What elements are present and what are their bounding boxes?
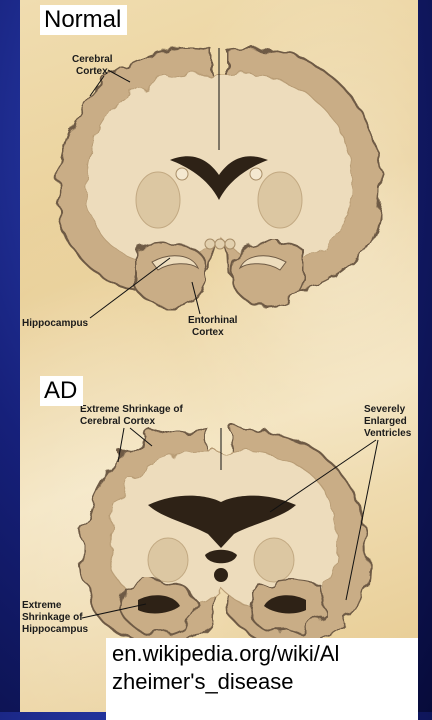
label-entorhinal-line2: Cortex — [192, 327, 224, 338]
normal-right-temporal-lobe — [230, 243, 303, 307]
label-extreme-shrinkage-cortex-line2: Cerebral Cortex — [80, 416, 155, 427]
label-ventricles-line3: Ventricles — [364, 428, 412, 439]
brain-diagram: Cerebral Cortex Hippocampus Entorhinal C… — [20, 0, 418, 712]
caption-line2: zheimer's_disease — [112, 668, 412, 696]
label-extreme-shrinkage-hippo-line2: Shrinkage of — [22, 612, 83, 623]
brain-illustration-panel: Cerebral Cortex Hippocampus Entorhinal C… — [20, 0, 418, 712]
label-ventricles-line1: Severely — [364, 404, 406, 415]
label-cerebral-cortex-line2: Cortex — [76, 66, 108, 77]
normal-left-temporal-lobe — [135, 243, 208, 307]
label-entorhinal-line1: Entorhinal — [188, 315, 238, 326]
normal-brain — [58, 48, 381, 307]
label-extreme-shrinkage-hippo-line3: Hippocampus — [22, 624, 89, 635]
normal-heading: Normal — [40, 5, 127, 35]
ad-brain — [82, 428, 367, 645]
label-ventricles-line2: Enlarged — [364, 416, 407, 427]
label-extreme-shrinkage-cortex-line1: Extreme Shrinkage of — [80, 404, 183, 415]
caption-line1: en.wikipedia.org/wiki/Al — [112, 640, 412, 668]
label-hippocampus: Hippocampus — [22, 318, 89, 329]
label-cerebral-cortex-line1: Cerebral — [72, 54, 113, 65]
source-caption: en.wikipedia.org/wiki/Al zheimer's_disea… — [106, 638, 418, 720]
label-extreme-shrinkage-hippo-line1: Extreme — [22, 600, 62, 611]
ad-heading: AD — [40, 376, 83, 406]
